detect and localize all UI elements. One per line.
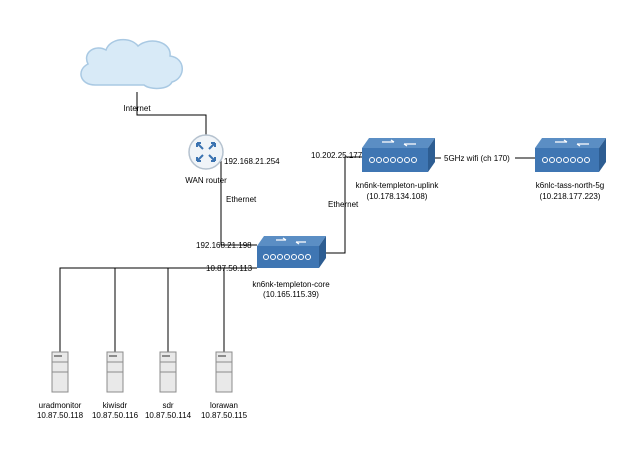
connections — [59, 92, 535, 352]
switch-icon — [535, 138, 606, 172]
server-ip: 10.87.50.116 — [92, 411, 139, 420]
switch-icon — [257, 236, 326, 268]
core-wan-ip: 192.168.21.198 — [196, 241, 252, 250]
wire-internet-router — [136, 92, 207, 135]
server-sdr[interactable]: sdr 10.87.50.114 — [145, 351, 192, 420]
link-label-core-uplink: Ethernet — [328, 200, 359, 209]
north-switch[interactable]: k6nlc-tass-north-5g (10.218.177.223) — [535, 138, 606, 201]
core-switch[interactable]: 192.168.21.198 10.87.50.113 kn6nk-temple… — [196, 236, 330, 299]
server-lorawan[interactable]: lorawan 10.87.50.115 — [201, 351, 248, 420]
router-label: WAN router — [185, 176, 227, 185]
router-icon — [188, 134, 224, 170]
server-ip: 10.87.50.115 — [201, 411, 248, 420]
router-ip: 192.168.21.254 — [224, 157, 280, 166]
server-name: sdr — [162, 401, 173, 410]
server-icon — [215, 351, 233, 393]
core-ip: (10.165.115.39) — [263, 290, 319, 299]
internet-cloud: Internet — [80, 38, 183, 113]
core-lan-ip: 10.87.50.113 — [206, 264, 253, 273]
cloud-icon — [80, 38, 183, 90]
wan-router[interactable]: WAN router 192.168.21.254 — [185, 134, 280, 185]
north-name: k6nlc-tass-north-5g — [536, 181, 604, 190]
uplink-name: kn6nk-templeton-uplink — [356, 181, 440, 190]
wire-lan-bus — [59, 267, 257, 352]
server-uradmonitor[interactable]: uradmonitor 10.87.50.118 — [37, 351, 84, 420]
north-ip: (10.218.177.223) — [540, 192, 601, 201]
uplink-switch[interactable]: 10.202.25.177 kn6nk-templeton-uplink (10… — [311, 138, 439, 201]
server-name: kiwisdr — [103, 401, 128, 410]
server-icon — [106, 351, 124, 393]
server-ip: 10.87.50.118 — [37, 411, 84, 420]
uplink-ip: (10.178.134.108) — [367, 192, 428, 201]
switch-icon — [362, 138, 435, 172]
server-icon — [51, 351, 69, 393]
link-label-uplink-north: 5GHz wifi (ch 170) — [444, 154, 510, 163]
server-icon — [159, 351, 177, 393]
link-label-router-core: Ethernet — [226, 195, 257, 204]
core-name: kn6nk-templeton-core — [252, 280, 330, 289]
wifi-label-bg — [441, 152, 515, 163]
internet-label: Internet — [123, 104, 151, 113]
server-ip: 10.87.50.114 — [145, 411, 192, 420]
server-name: uradmonitor — [39, 401, 82, 410]
wire-router-core — [220, 152, 257, 246]
wire-core-uplink — [323, 156, 362, 254]
server-name: lorawan — [210, 401, 238, 410]
uplink-port-ip: 10.202.25.177 — [311, 151, 363, 160]
server-kiwisdr[interactable]: kiwisdr 10.87.50.116 — [92, 351, 139, 420]
